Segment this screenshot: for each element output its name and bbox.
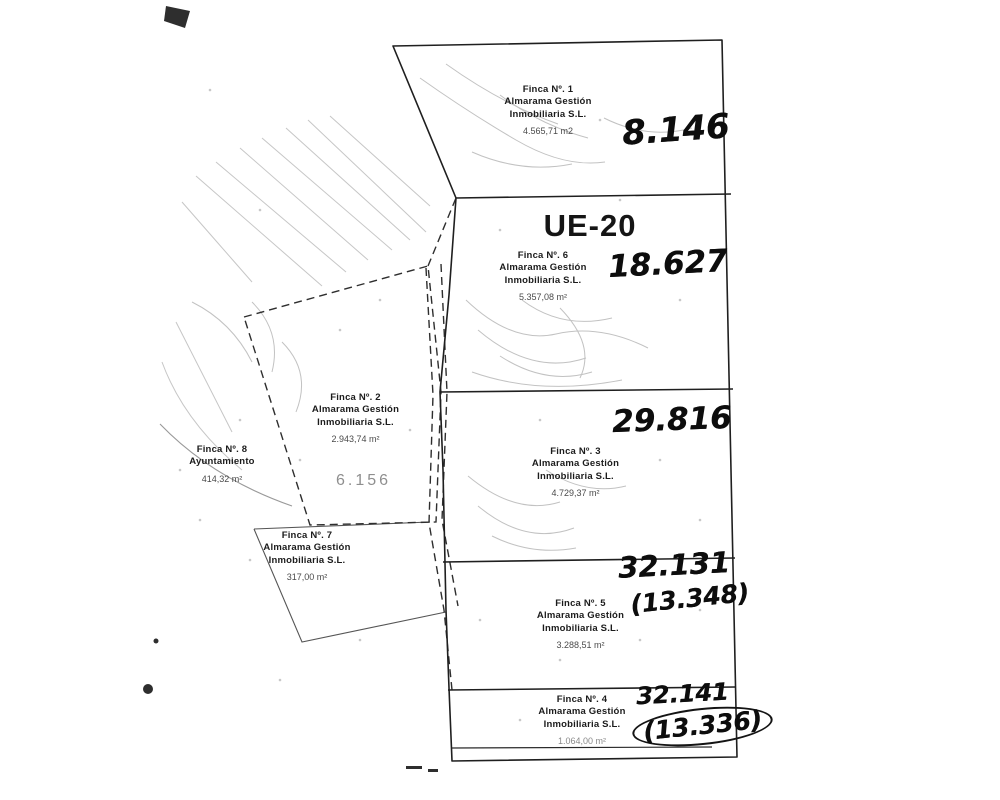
finca7-boundary-top [253, 521, 431, 530]
parcel-owner-line: Almarama Gestión [504, 96, 592, 108]
parcel-owner-line: Inmobiliaria S.L. [317, 416, 394, 428]
divider-finca3 [442, 557, 736, 563]
parcel-owner-line: Ayuntamiento [189, 456, 255, 468]
handwritten-18627: 18.627 [607, 242, 729, 286]
parcel-area: 5.357,08 m² [518, 292, 568, 303]
parcel-area: 414,32 m² [201, 473, 243, 484]
parcel-owner-line: Almarama Gestión [311, 404, 400, 416]
parcel-label-finca-1: Finca Nº. 1 Almarama Gestión Inmobiliari… [478, 84, 618, 136]
parcel-area: 3.288,51 m² [556, 640, 605, 651]
parcel-owner-line: Inmobiliaria S.L. [504, 274, 582, 286]
parcel-owner-line: Almarama Gestión [531, 458, 620, 470]
bottom-cut-line [451, 746, 713, 749]
parcel-label-finca-6: Finca Nº. 6 Almarama Gestión Inmobiliari… [468, 250, 618, 302]
unit-label: UE-20 [543, 208, 637, 243]
parcel-area: 317,00 m² [286, 572, 328, 583]
parcel-label-finca-8: Finca Nº. 8 Ayuntamiento 414,32 m² [163, 444, 281, 484]
main-outline [392, 39, 738, 762]
parcel-area: 2.943,74 m² [331, 434, 380, 445]
parcel-label-finca-4: Finca Nº. 4 Almarama Gestión Inmobiliari… [508, 694, 656, 746]
parcel-title: Finca Nº. 7 [281, 530, 333, 541]
parcel-owner-line: Inmobiliaria S.L. [509, 108, 587, 120]
parcel-label-finca-7: Finca Nº. 7 Almarama Gestión Inmobiliari… [233, 530, 381, 582]
parcel-owner-line: Inmobiliaria S.L. [542, 622, 619, 634]
hatch-lines [161, 115, 431, 471]
divider-finca6 [439, 388, 734, 393]
parcel-title: Finca Nº. 4 [556, 694, 608, 705]
parcel-owner-line: Inmobiliaria S.L. [537, 470, 614, 482]
finca7-boundary-sides [253, 528, 447, 643]
parcel-area: 4.729,37 m² [551, 488, 600, 499]
parcel-label-finca-2: Finca Nº. 2 Almarama Gestión Inmobiliari… [283, 392, 428, 444]
finca2-dashed-outline [243, 265, 442, 526]
parcel-boundaries [392, 39, 738, 762]
parcel-title: Finca Nº. 1 [522, 84, 574, 95]
faint-area-value: 6.156 [336, 472, 392, 489]
parcel-owner-line: Almarama Gestión [263, 542, 351, 554]
scan-marks [143, 6, 438, 772]
parcel-area: 4.565,71 m2 [522, 126, 574, 137]
finca8-boundary-arc [159, 423, 293, 507]
road-strip-left [425, 267, 453, 691]
handwritten-29816: 29.816 [611, 399, 733, 441]
parcel-area: 1.064,00 m² [557, 736, 607, 747]
handwritten-8146: 8.146 [620, 106, 731, 154]
road-strip-right [440, 263, 459, 607]
contour-lines [191, 63, 693, 551]
scan-speckles [178, 88, 702, 722]
parcel-label-finca-5: Finca Nº. 5 Almarama Gestión Inmobiliari… [508, 598, 653, 650]
parcel-label-finca-3: Finca Nº. 3 Almarama Gestión Inmobiliari… [503, 446, 648, 498]
parcel-owner-line: Almarama Gestión [538, 706, 626, 718]
divider-finca5 [447, 686, 737, 691]
parcel-owner-line: Inmobiliaria S.L. [268, 554, 346, 566]
parcel-owner-line: Almarama Gestión [536, 610, 625, 622]
parcel-title: Finca Nº. 8 [196, 444, 248, 455]
parcel-title: Finca Nº. 6 [517, 250, 569, 261]
handwritten-32131: 32.131 [617, 545, 731, 585]
parcel-title: Finca Nº. 2 [330, 392, 381, 403]
parcel-title: Finca Nº. 3 [550, 446, 601, 457]
divider-finca1 [455, 193, 732, 199]
parcel-title: Finca Nº. 5 [555, 598, 606, 609]
parcel-owner-line: Almarama Gestión [499, 262, 587, 274]
handwritten-32141: 32.141 [635, 677, 730, 711]
parcel-owner-line: Inmobiliaria S.L. [543, 718, 621, 730]
